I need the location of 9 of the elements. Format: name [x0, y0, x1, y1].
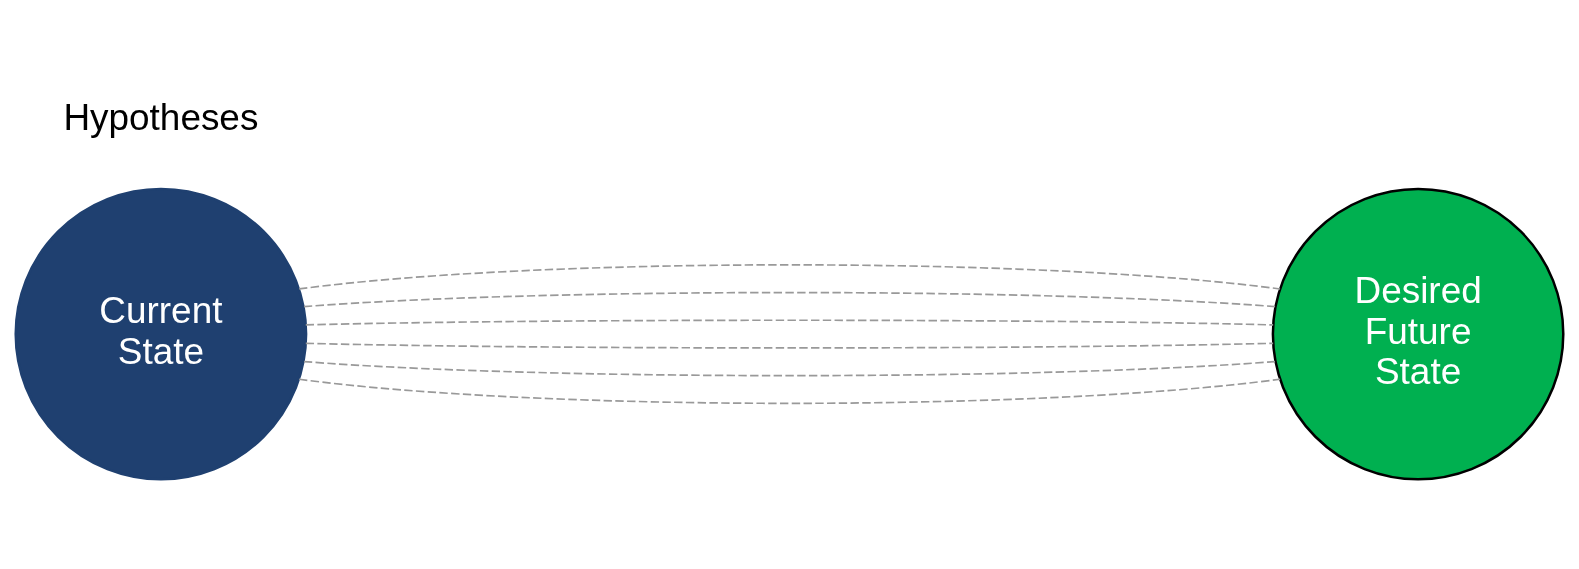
connector	[304, 341, 1274, 349]
label: Hypotheses	[63, 96, 259, 138]
connector	[304, 318, 1274, 326]
connector	[303, 291, 1276, 307]
connector	[303, 360, 1276, 376]
node-circle: Desired Future State	[1271, 187, 1565, 481]
node-circle: Current State	[14, 187, 308, 481]
connector	[298, 263, 1281, 290]
connector	[298, 377, 1281, 404]
